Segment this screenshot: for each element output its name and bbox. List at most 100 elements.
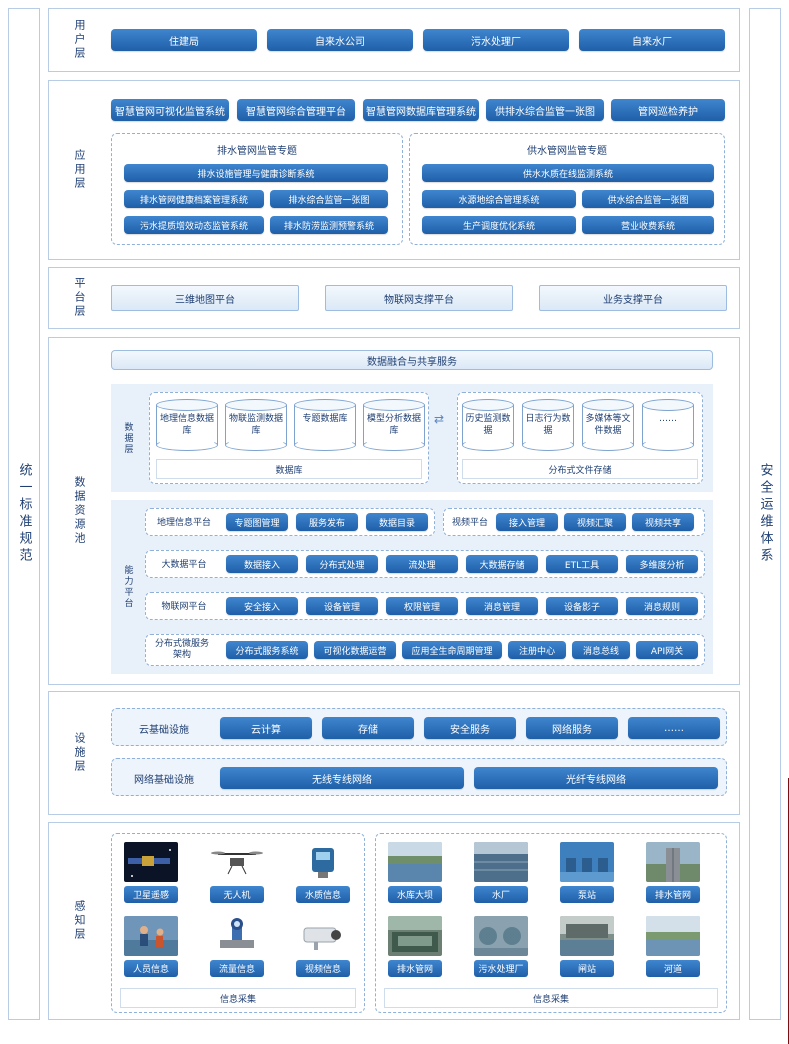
capability-button[interactable]: 多维度分析 <box>626 555 698 573</box>
sensor-caption: 卫星遥感 <box>124 886 178 903</box>
drain-system-button[interactable]: 排水防涝监测预警系统 <box>270 216 388 234</box>
infra-button[interactable]: 光纤专线网络 <box>474 767 718 789</box>
microservice-row: 分布式微服务架构 分布式服务系统 可视化数据运营 应用全生命周期管理 注册中心 … <box>145 634 705 666</box>
sluice-station-image <box>560 916 614 956</box>
supply-topic-box: 供水管网监管专题 供水水质在线监测系统 水源地综合管理系统 供水综合监管一张图 … <box>409 133 725 245</box>
row-label: 视频平台 <box>451 518 488 528</box>
capability-button[interactable]: 流处理 <box>386 555 458 573</box>
capability-button[interactable]: 数据接入 <box>226 555 298 573</box>
infra-button[interactable]: …… <box>628 717 720 739</box>
app-button[interactable]: 智慧管网数据库管理系统 <box>363 99 479 121</box>
row-label: 物联网平台 <box>161 602 207 612</box>
storage-cylinder: 历史监测数据 <box>462 399 514 451</box>
user-button[interactable]: 污水处理厂 <box>423 29 569 51</box>
user-button[interactable]: 住建局 <box>111 29 257 51</box>
network-infra-row: 网络基础设施 无线专线网络 光纤专线网络 <box>111 758 727 796</box>
standards-sidebar: 统一标准规范 <box>8 8 40 1020</box>
security-sidebar: 安全运维体系 <box>749 8 781 1020</box>
app-button[interactable]: 管网巡检养护 <box>611 99 725 121</box>
row-label: 分布式微服务架构 <box>154 639 209 660</box>
capability-button[interactable]: 消息总线 <box>572 641 630 659</box>
user-button[interactable]: 自来水厂 <box>579 29 725 51</box>
facility-caption: 排水管网 <box>388 960 442 977</box>
row-label: 网络基础设施 <box>134 775 194 786</box>
capability-button[interactable]: 分布式处理 <box>306 555 378 573</box>
video-platform-row: 视频平台 接入管理 视频汇聚 视频共享 <box>443 508 705 536</box>
layer-title: 数据资源池 <box>73 476 86 546</box>
infra-button[interactable]: 存储 <box>322 717 414 739</box>
app-layer: 应用层 智慧管网可视化监管系统 智慧管网综合管理平台 智慧管网数据库管理系统 供… <box>48 80 740 260</box>
capability-button[interactable]: 数据目录 <box>366 513 428 531</box>
drain-system-button[interactable]: 排水综合监管一张图 <box>270 190 388 208</box>
capability-button[interactable]: 视频汇聚 <box>564 513 626 531</box>
capability-button[interactable]: 设备管理 <box>306 597 378 615</box>
capability-button[interactable]: 注册中心 <box>508 641 566 659</box>
database-cylinder: 物联监测数据库 <box>225 399 287 451</box>
data-layer-panel: 数据层 地理信息数据库 物联监测数据库 专题数据库 模型分析数据库 数据库 ⇄ … <box>111 384 713 492</box>
drain-pipe-image <box>646 842 700 882</box>
infra-button[interactable]: 云计算 <box>220 717 312 739</box>
supply-system-button[interactable]: 供水综合监管一张图 <box>582 190 714 208</box>
water-quality-sensor-image <box>296 842 350 882</box>
row-label: 大数据平台 <box>161 560 207 570</box>
facility-caption: 污水处理厂 <box>474 960 528 977</box>
database-label: 物联监测数据库 <box>228 414 283 436</box>
platform-button[interactable]: 物联网支撑平台 <box>325 285 513 311</box>
platform-button[interactable]: 业务支撑平台 <box>539 285 727 311</box>
capability-button[interactable]: 专题图管理 <box>226 513 288 531</box>
standards-label: 统一标准规范 <box>16 463 32 565</box>
supply-system-button[interactable]: 营业收费系统 <box>582 216 714 234</box>
database-cylinder: 专题数据库 <box>294 399 356 451</box>
capability-button[interactable]: ETL工具 <box>546 555 618 573</box>
storage-label: 日志行为数据 <box>525 414 571 436</box>
infra-button[interactable]: 安全服务 <box>424 717 516 739</box>
infra-button[interactable]: 无线专线网络 <box>220 767 464 789</box>
capability-button[interactable]: 设备影子 <box>546 597 618 615</box>
platform-layer: 平台层 三维地图平台 物联网支撑平台 业务支撑平台 <box>48 267 740 329</box>
sensor-caption: 人员信息 <box>124 960 178 977</box>
capability-button[interactable]: 安全接入 <box>226 597 298 615</box>
drain-system-button[interactable]: 排水设施管理与健康诊断系统 <box>124 164 388 182</box>
data-layer-title: 数据层 <box>122 421 133 455</box>
capability-button[interactable]: 权限管理 <box>386 597 458 615</box>
app-button[interactable]: 供排水综合监管一张图 <box>486 99 604 121</box>
cloud-infra-row: 云基础设施 云计算 存储 安全服务 网络服务 …… <box>111 708 727 746</box>
capability-button[interactable]: 消息管理 <box>466 597 538 615</box>
app-button[interactable]: 智慧管网可视化监管系统 <box>111 99 229 121</box>
user-button[interactable]: 自来水公司 <box>267 29 413 51</box>
layer-title: 感知层 <box>73 900 86 942</box>
infra-layer: 设施层 云基础设施 云计算 存储 安全服务 网络服务 …… 网络基础设施 无线专… <box>48 691 740 815</box>
drain-system-button[interactable]: 排水管网健康档案管理系统 <box>124 190 264 208</box>
supply-system-button[interactable]: 水源地综合管理系统 <box>422 190 576 208</box>
data-pool-layer: 数据资源池 数据融合与共享服务 数据层 地理信息数据库 物联监测数据库 专题数据… <box>48 337 740 685</box>
storage-cylinder: 多媒体等文件数据 <box>582 399 634 451</box>
capability-button[interactable]: 接入管理 <box>496 513 558 531</box>
sensor-group-left: 卫星遥感 无人机 水质信息 人员信息 流量信息 视频信息 信息采集 <box>111 833 365 1013</box>
supply-system-button[interactable]: 生产调度优化系统 <box>422 216 576 234</box>
database-cylinder: 模型分析数据库 <box>363 399 425 451</box>
capability-button[interactable]: 消息规则 <box>626 597 698 615</box>
layer-title: 应用层 <box>73 149 86 191</box>
capability-button[interactable]: 服务发布 <box>296 513 358 531</box>
flow-meter-image <box>210 916 264 956</box>
capability-button[interactable]: 可视化数据运营 <box>314 641 396 659</box>
database-label: 专题数据库 <box>302 414 348 424</box>
capability-button[interactable]: 分布式服务系统 <box>226 641 308 659</box>
app-button[interactable]: 智慧管网综合管理平台 <box>237 99 355 121</box>
supply-system-button[interactable]: 供水水质在线监测系统 <box>422 164 714 182</box>
storage-label: 历史监测数据 <box>465 414 511 436</box>
capability-button[interactable]: 应用全生命周期管理 <box>402 641 502 659</box>
capability-button[interactable]: API网关 <box>636 641 698 659</box>
fusion-service-bar[interactable]: 数据融合与共享服务 <box>111 350 713 370</box>
staff-image <box>124 916 178 956</box>
platform-button[interactable]: 三维地图平台 <box>111 285 299 311</box>
gis-platform-row: 地理信息平台 专题图管理 服务发布 数据目录 <box>145 508 435 536</box>
infra-button[interactable]: 网络服务 <box>526 717 618 739</box>
drain-system-button[interactable]: 污水提质增效动态监管系统 <box>124 216 264 234</box>
sense-layer: 感知层 卫星遥感 无人机 水质信息 人员信息 流量信息 视频信息 信息采集 <box>48 822 740 1020</box>
capability-button[interactable]: 视频共享 <box>632 513 694 531</box>
pump-station-image <box>560 842 614 882</box>
capability-button[interactable]: 大数据存储 <box>466 555 538 573</box>
sensor-caption: 流量信息 <box>210 960 264 977</box>
layer-title: 用户层 <box>73 19 86 61</box>
